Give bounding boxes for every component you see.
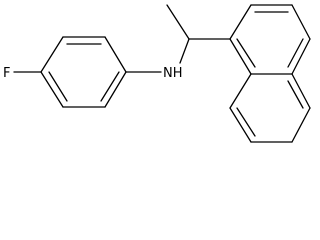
chemical-structure: F NH bbox=[3, 4, 311, 143]
n-ch-bond bbox=[179, 38, 190, 64]
naphthalene-ring-top bbox=[229, 4, 311, 75]
fluorophenyl-ring bbox=[40, 36, 127, 108]
methyl-bond bbox=[166, 4, 190, 40]
amine-atom-label: NH bbox=[163, 66, 183, 81]
fluorine-atom-label: F bbox=[3, 66, 10, 81]
naphthalene-ring-bottom bbox=[229, 73, 311, 143]
